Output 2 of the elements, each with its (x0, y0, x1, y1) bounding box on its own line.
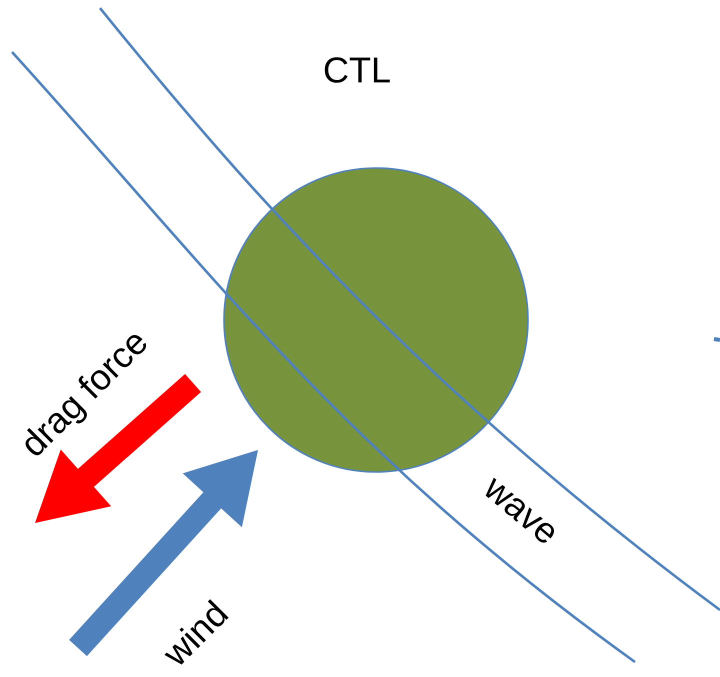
circle (223, 167, 529, 473)
label: CTL (324, 57, 390, 83)
